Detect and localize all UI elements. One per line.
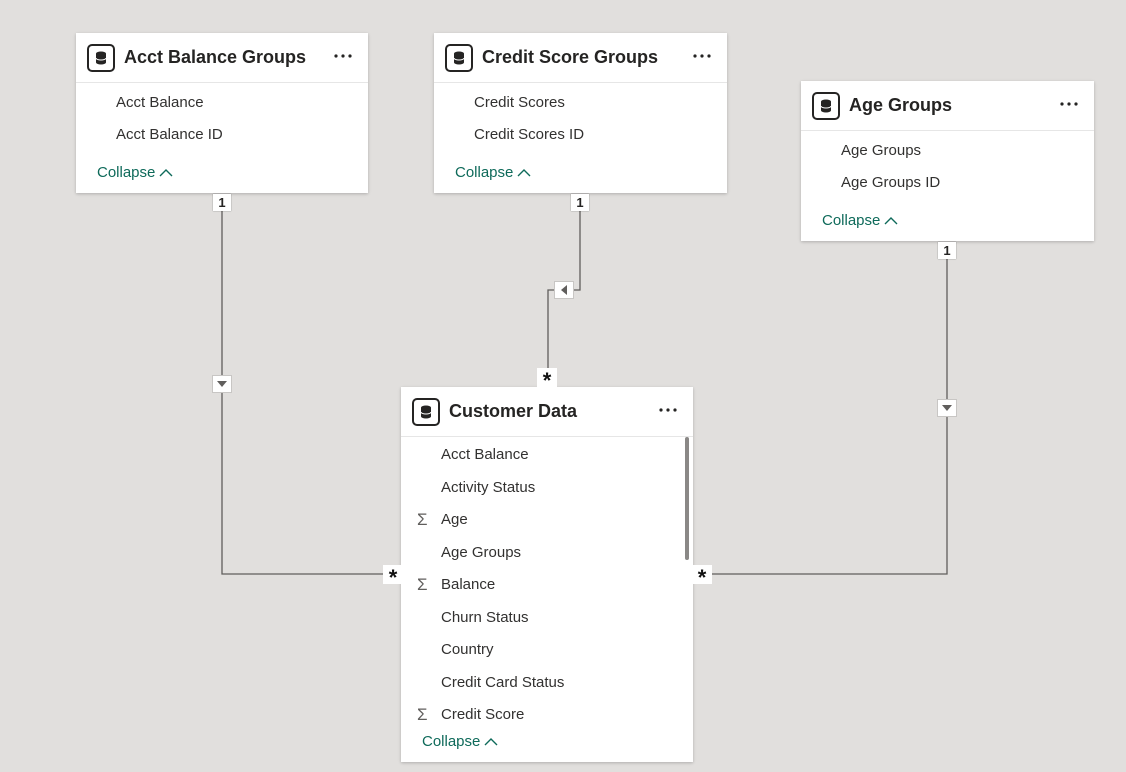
field-item[interactable]: Age Groups ID: [801, 167, 1094, 199]
sum-icon: Σ: [417, 705, 428, 724]
caret-down-icon: [942, 405, 952, 411]
field-name: Country: [441, 641, 494, 658]
field-item[interactable]: Age Groups: [401, 537, 693, 570]
table-header[interactable]: Customer Data: [401, 387, 693, 437]
field-name: Credit Scores: [474, 94, 565, 111]
relationship-line-age-groups[interactable]: [712, 259, 948, 575]
table-card-customer-data[interactable]: Customer Data Acct Balance Activity Stat…: [401, 387, 693, 762]
database-icon: [412, 398, 440, 426]
table-header[interactable]: Acct Balance Groups: [76, 33, 368, 83]
filter-direction-down-acct-balance[interactable]: [212, 375, 232, 393]
table-card-acct-balance-groups[interactable]: Acct Balance Groups Acct Balance Acct Ba…: [76, 33, 368, 193]
more-options-button[interactable]: [330, 45, 356, 67]
field-item[interactable]: Σ Balance: [401, 569, 693, 602]
field-name: Balance: [441, 576, 496, 593]
filter-direction-down-age-groups[interactable]: [937, 399, 957, 417]
table-card-age-groups[interactable]: Age Groups Age Groups Age Groups ID Coll…: [801, 81, 1094, 241]
cardinality-one-age-groups: 1: [938, 242, 956, 259]
cardinality-one-acct-balance: 1: [213, 194, 231, 211]
table-title: Acct Balance Groups: [124, 47, 307, 67]
fields-scrollbar[interactable]: [685, 437, 689, 560]
field-name: Age Groups: [841, 142, 922, 159]
chevron-up-icon: [159, 168, 173, 176]
collapse-button[interactable]: Collapse: [822, 212, 898, 229]
collapse-label: Collapse: [822, 212, 881, 229]
relationship-line-acct-balance[interactable]: [221, 211, 384, 575]
table-title: Credit Score Groups: [482, 47, 659, 67]
database-icon: [812, 92, 840, 120]
chevron-up-icon: [517, 168, 531, 176]
field-item[interactable]: Churn Status: [401, 602, 693, 635]
chevron-up-icon: [884, 216, 898, 224]
sum-icon: Σ: [417, 575, 428, 594]
collapse-button[interactable]: Collapse: [97, 164, 173, 181]
field-name: Credit Scores ID: [474, 126, 585, 143]
field-name: Credit Score: [441, 706, 525, 723]
sum-icon: Σ: [417, 510, 428, 529]
field-item[interactable]: Credit Scores: [434, 87, 727, 119]
field-item[interactable]: Acct Balance: [401, 439, 693, 472]
table-title: Age Groups: [849, 95, 953, 115]
field-item[interactable]: Age Groups: [801, 135, 1094, 167]
collapse-label: Collapse: [455, 164, 514, 181]
database-icon: [87, 44, 115, 72]
more-horizontal-icon: [693, 54, 711, 58]
more-options-button[interactable]: [1056, 93, 1082, 115]
field-name: Age: [441, 511, 468, 528]
field-item[interactable]: Credit Card Status: [401, 667, 693, 700]
field-name: Churn Status: [441, 608, 529, 626]
table-header[interactable]: Credit Score Groups: [434, 33, 727, 83]
more-horizontal-icon: [659, 408, 677, 412]
cardinality-many-acct-balance: *: [383, 565, 403, 590]
field-item[interactable]: Activity Status: [401, 472, 693, 505]
field-name: Activity Status: [441, 478, 536, 496]
field-name: Age Groups ID: [841, 174, 941, 191]
collapse-button[interactable]: Collapse: [455, 164, 531, 181]
table-header[interactable]: Age Groups: [801, 81, 1094, 131]
field-name: Credit Card Status: [441, 673, 565, 691]
caret-left-icon: [561, 285, 567, 295]
field-name: Acct Balance ID: [116, 126, 223, 143]
field-name: Acct Balance: [116, 94, 204, 111]
field-item[interactable]: Acct Balance ID: [76, 119, 368, 151]
chevron-up-icon: [484, 737, 498, 745]
table-title: Customer Data: [449, 401, 578, 421]
database-icon: [445, 44, 473, 72]
more-horizontal-icon: [1060, 102, 1078, 106]
table-card-credit-score-groups[interactable]: Credit Score Groups Credit Scores Credit…: [434, 33, 727, 193]
collapse-button[interactable]: Collapse: [422, 733, 498, 750]
collapse-label: Collapse: [422, 733, 481, 750]
cardinality-many-age-groups: *: [692, 565, 712, 590]
field-item[interactable]: Acct Balance: [76, 87, 368, 119]
filter-direction-left-credit-score[interactable]: [554, 281, 574, 299]
cardinality-one-credit-score: 1: [571, 194, 589, 211]
more-options-button[interactable]: [655, 399, 681, 421]
caret-down-icon: [217, 381, 227, 387]
collapse-label: Collapse: [97, 164, 156, 181]
field-item[interactable]: Credit Scores ID: [434, 119, 727, 151]
field-name: Age Groups: [441, 543, 522, 561]
cardinality-many-credit-score: *: [537, 368, 557, 393]
more-horizontal-icon: [334, 54, 352, 58]
field-item[interactable]: Country: [401, 634, 693, 667]
field-item[interactable]: Σ Age: [401, 504, 693, 537]
field-item[interactable]: Σ Credit Score: [401, 699, 693, 732]
field-name: Acct Balance: [441, 446, 529, 463]
more-options-button[interactable]: [689, 45, 715, 67]
